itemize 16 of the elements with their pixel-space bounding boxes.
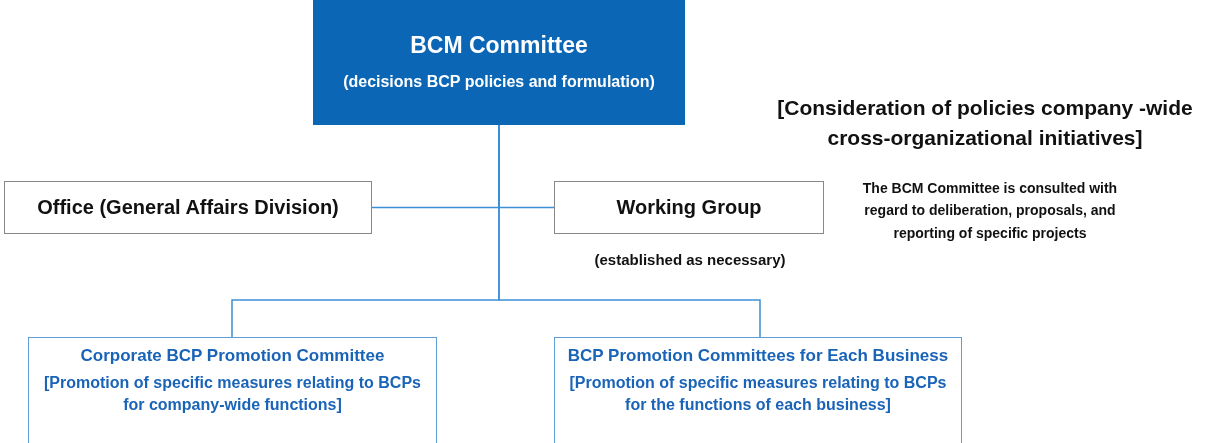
org-box [4,181,372,234]
box-title: Office (General Affairs Division) [37,196,339,219]
note-text: The BCM Committee is consulted with regard to deliberation, proposals, and reporting of specific projects [861,179,1119,243]
box-description: [Promotion of specific measures relating to BCPs for company-wide functions] [43,373,422,416]
org-box [28,337,437,443]
box-title: Working Group [616,196,762,219]
org-box [554,337,962,443]
section-heading: [Consideration of policies company -wide cross-organizational initiatives] [776,95,1194,152]
org-box [554,181,824,234]
box-title: Corporate BCP Promotion Committee [80,346,385,366]
box-description: (decisions BCP policies and formulation) [343,71,655,92]
box-description: [Promotion of specific measures relating to BCPs for the functions of each business] [568,373,948,416]
box-note: (established as necessary) [593,251,787,268]
box-title: BCP Promotion Committees for Each Business [567,346,949,366]
box-title: BCM Committee [410,31,588,59]
org-box [313,0,685,125]
